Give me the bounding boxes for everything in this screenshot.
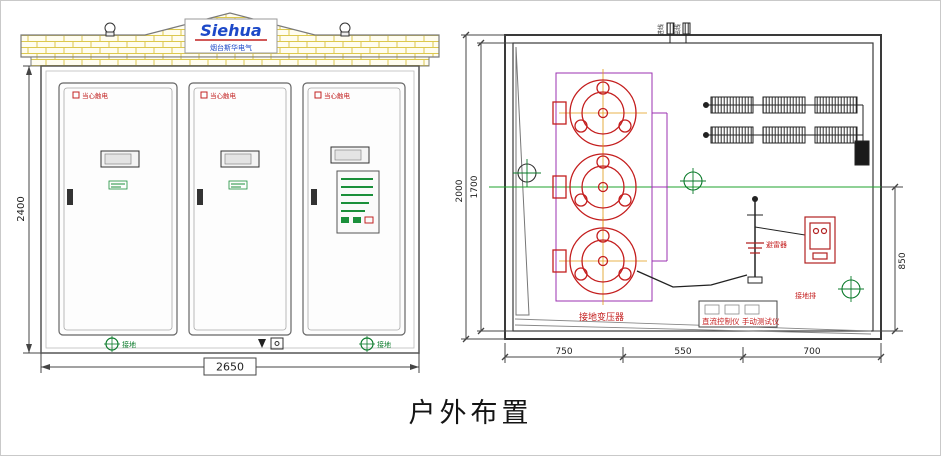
logo-text: Siehua [200, 21, 261, 40]
plan-dim-depth-inner: 1700 [470, 39, 513, 335]
svg-text:当心触电: 当心触电 [82, 91, 109, 100]
front-dim-width-label: 2650 [216, 361, 244, 374]
resistor-bank [703, 96, 870, 166]
plan-dim-right: 850 [873, 183, 908, 335]
front-dim-height-label: 2400 [16, 196, 27, 221]
svg-text:接地: 接地 [377, 340, 391, 349]
signal-box [804, 216, 836, 264]
front-view-drawing: 2400 Siehua 烟台斯华电气 [16, 12, 440, 376]
outlet-label: 出线 [674, 24, 682, 36]
plan-view-drawing: 进线 出线 [455, 22, 908, 363]
warning-label: 当心触电 [314, 91, 351, 100]
svg-text:当心触电: 当心触电 [324, 91, 351, 100]
lifting-eye-right-icon [339, 22, 351, 37]
transformer-label: 接地变压器 [579, 311, 624, 323]
door-right: 当心触电 [302, 82, 406, 336]
door-left: 当心触电 [58, 82, 178, 336]
top-bushings: 进线 出线 [657, 22, 691, 43]
inlet-label: 进线 [657, 24, 665, 36]
ground-marker-right: 接地排 [795, 276, 864, 302]
dim-750: 750 [555, 347, 572, 357]
svg-text:850: 850 [898, 252, 908, 269]
center-arrow [258, 337, 284, 350]
plan-dim-depth-outer: 2000 [455, 31, 505, 343]
svg-text:2000: 2000 [455, 179, 465, 202]
ground-marker-left [513, 159, 541, 187]
bus-enclosure [555, 72, 668, 302]
door-handle[interactable] [311, 189, 317, 205]
display-screen [334, 149, 362, 161]
logo-subtext: 烟台斯华电气 [210, 43, 252, 52]
dim-700: 700 [803, 347, 820, 357]
logo-plate: Siehua 烟台斯华电气 [184, 18, 278, 54]
plan-dim-bottom: 750 550 700 [501, 343, 885, 363]
ground-bar-label: 接地排 [795, 291, 816, 300]
door-middle: 当心触电 [188, 82, 292, 336]
door-handle[interactable] [67, 189, 73, 205]
roof: Siehua 烟台斯华电气 [20, 12, 440, 67]
arrester-assembly: 避雷器 [636, 196, 806, 288]
control-box-label: 直流控制仪 手动测试仪 [702, 316, 780, 326]
svg-text:1700: 1700 [470, 175, 480, 198]
ground-marker-center [680, 168, 706, 194]
door-handle[interactable] [197, 189, 203, 205]
nameplate-panel [336, 170, 380, 234]
green-tag [108, 180, 128, 190]
warning-label: 当心触电 [200, 91, 237, 100]
control-box: 直流控制仪 手动测试仪 [698, 300, 780, 328]
lifting-eye-left-icon [104, 22, 116, 37]
svg-text:接地: 接地 [122, 340, 136, 349]
front-dim-height: 2400 [16, 65, 41, 354]
ground-terminal-left: 接地 [104, 336, 136, 352]
arrester-label: 避雷器 [766, 240, 787, 249]
display-screen [224, 153, 252, 165]
front-dim-width: 2650 [40, 353, 420, 376]
caption: 户外布置 [408, 398, 533, 429]
dim-550: 550 [674, 347, 691, 357]
ground-terminal-right: 接地 [359, 336, 391, 352]
svg-text:当心触电: 当心触电 [210, 91, 237, 100]
transformer-3 [552, 217, 647, 305]
display-screen [104, 153, 132, 165]
green-tag [228, 180, 248, 190]
warning-label: 当心触电 [72, 91, 109, 100]
